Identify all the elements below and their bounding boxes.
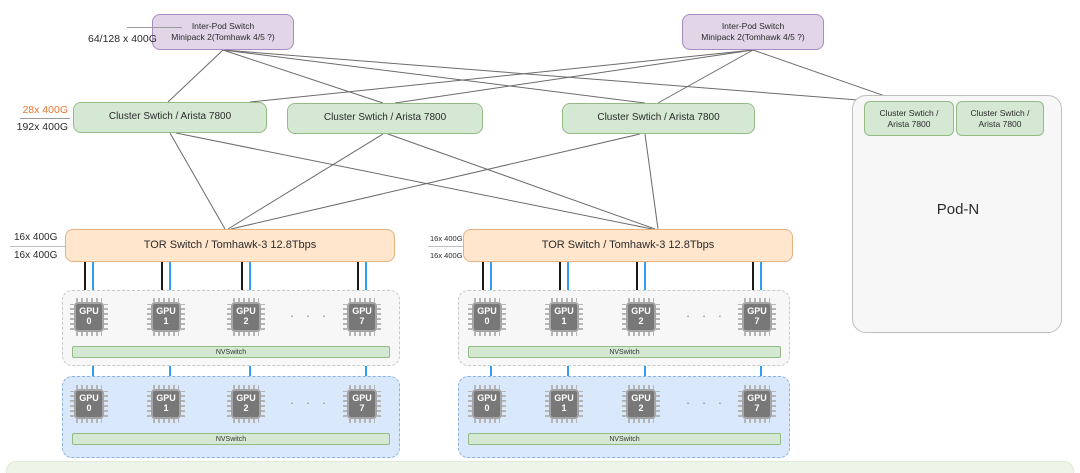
tor-switch-1: TOR Switch / Tomhawk-3 12.8Tbps: [65, 229, 395, 262]
interpod-switch-1: Inter-Pod Switch Minipack 2(Tomhawk 4/5 …: [152, 14, 294, 50]
tor2-uplink-label: 16x 400G: [430, 234, 463, 243]
cluster-switch-2: Cluster Swtich / Arista 7800: [287, 103, 483, 134]
cropped-pod-band: [6, 461, 1074, 473]
gpu-ellipsis: · · ·: [289, 395, 331, 410]
gpu-ellipsis: · · ·: [289, 308, 331, 323]
tor1-uplink-label: 16x 400G: [14, 232, 58, 243]
tor1-downlink-label: 16x 400G: [14, 250, 58, 261]
interpod-switch-2-line1: Inter-Pod Switch: [721, 21, 785, 32]
pod-n-cluster-switch-1: Cluster Swtich / Arista 7800: [864, 101, 954, 136]
cluster-switch-1: Cluster Swtich / Arista 7800: [73, 102, 267, 133]
tor2-downlink-label: 16x 400G: [430, 251, 463, 260]
interpod-switch-2: Inter-Pod Switch Minipack 2(Tomhawk 4/5 …: [682, 14, 824, 50]
cluster-label-rule: [20, 118, 70, 119]
pod-n-cluster-2-line1: Cluster Swtich /: [970, 107, 1030, 118]
interpod-switch-1-line2: Minipack 2(Tomhawk 4/5 ?): [171, 32, 275, 42]
gpu-ellipsis: · · ·: [685, 308, 727, 323]
interpod-switch-2-line2: Minipack 2(Tomhawk 4/5 ?): [701, 32, 805, 42]
pod-n-cluster-1-line1: Cluster Swtich /: [879, 107, 939, 118]
tor2-label-rule: [428, 246, 463, 247]
pod-n-cluster-1-line2: Arista 7800: [887, 118, 931, 129]
cluster-downlink-label: 192x 400G: [16, 121, 68, 133]
interpod-switch-1-line1: Inter-Pod Switch: [191, 21, 255, 32]
nvswitch-bar: NVSwitch: [72, 346, 390, 358]
cluster-switch-3: Cluster Swtich / Arista 7800: [562, 103, 755, 134]
nvswitch-bar: NVSwitch: [468, 346, 781, 358]
gpu-ellipsis: · · ·: [685, 395, 727, 410]
interpod-capacity-label: 64/128 x 400G: [88, 33, 157, 45]
interpod-capacity-rule: [127, 27, 182, 28]
pod-n-cluster-2-line2: Arista 7800: [978, 118, 1022, 129]
pod-n-title: Pod-N: [936, 201, 980, 218]
cluster-tor-links: [169, 132, 659, 230]
pod-n-cluster-switch-2: Cluster Swtich / Arista 7800: [956, 101, 1044, 136]
interpod-cluster-links: [167, 49, 906, 104]
tor-host1-links: [84, 262, 754, 290]
nvswitch-bar: NVSwitch: [468, 433, 781, 445]
tor-switch-2: TOR Switch / Tomhawk-3 12.8Tbps: [463, 229, 793, 262]
nvswitch-bar: NVSwitch: [72, 433, 390, 445]
cluster-uplink-label: 28x 400G: [22, 104, 68, 116]
tor1-label-rule: [10, 246, 65, 247]
